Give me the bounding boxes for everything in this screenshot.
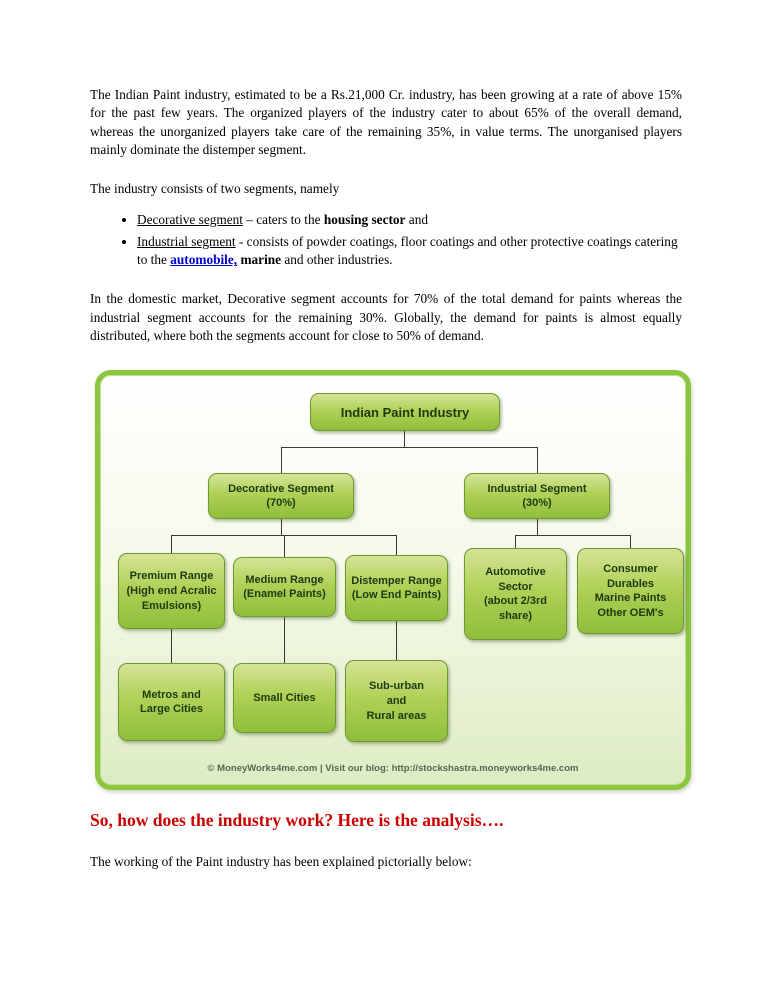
segments-bullet-list: Decorative segment – caters to the housi… <box>90 211 682 271</box>
connector-medium-to-smallcities <box>284 617 285 664</box>
connector-decorative-up <box>281 447 282 474</box>
paragraph-segments-intro: The industry consists of two segments, n… <box>90 181 340 197</box>
connector-industrial-down <box>537 519 538 536</box>
diagram-footer-credit: © MoneyWorks4me.com | Visit our blog: ht… <box>207 763 579 775</box>
node-small-cities: Small Cities <box>233 663 336 734</box>
bullet-industrial-text: - consists of powder coatings, floor coa… <box>137 233 678 268</box>
paragraph-domestic-market: In the domestic market, Decorative segme… <box>90 291 682 344</box>
node-suburban-rural: Sub-urban and Rural areas <box>345 660 448 743</box>
bullet-decorative-tail: and <box>405 211 428 227</box>
connector-distemper-to-suburban <box>396 621 397 661</box>
bullet-industrial-segment: Industrial segment - consists of powder … <box>137 233 682 271</box>
connector-industrial-children-horizontal <box>515 535 631 537</box>
node-decorative-segment: Decorative Segment (70%) <box>208 473 354 520</box>
connector-premium-to-metros <box>171 629 172 664</box>
connector-industrial-up <box>537 447 538 474</box>
bullet-industrial-tail: and other industries. <box>281 252 393 268</box>
automobile-link[interactable]: automobile, <box>170 252 238 268</box>
node-industrial-segment: Industrial Segment (30%) <box>464 473 610 520</box>
connector-automotive-up <box>515 535 516 549</box>
connector-distemper-up <box>396 535 397 556</box>
connector-medium-up <box>284 535 285 558</box>
connector-decorative-down <box>281 519 282 536</box>
paragraph-industry-intro: The Indian Paint industry, estimated to … <box>90 87 682 158</box>
industry-structure-diagram: Indian Paint Industry Decorative Segment… <box>95 370 691 791</box>
bullet-decorative-text: – caters to the <box>242 211 324 227</box>
node-automotive-sector: Automotive Sector (about 2/3rd share) <box>464 548 567 641</box>
marine-bold: marine <box>240 252 282 268</box>
node-metros-large-cities: Metros and Large Cities <box>118 663 225 742</box>
node-consumer-durables: Consumer Durables Marine Paints Other OE… <box>577 548 684 635</box>
node-distemper-range: Distemper Range (Low End Paints) <box>345 555 448 622</box>
connector-level1-horizontal <box>281 447 538 449</box>
connector-consumer-up <box>630 535 631 549</box>
bullet-decorative-segment: Decorative segment – caters to the housi… <box>137 211 682 230</box>
decorative-segment-label: Decorative segment <box>137 211 243 227</box>
industrial-segment-label: Industrial segment <box>137 233 236 249</box>
paragraph-closing: The working of the Paint industry has be… <box>90 854 472 870</box>
node-indian-paint-industry: Indian Paint Industry <box>310 393 500 432</box>
node-premium-range: Premium Range (High end Acralic Emulsion… <box>118 553 225 630</box>
analysis-heading: So, how does the industry work? Here is … <box>90 810 504 831</box>
connector-premium-up <box>171 535 172 554</box>
node-medium-range: Medium Range (Enamel Paints) <box>233 557 336 618</box>
connector-root-down <box>404 431 405 448</box>
housing-sector-bold: housing sector <box>323 211 406 227</box>
